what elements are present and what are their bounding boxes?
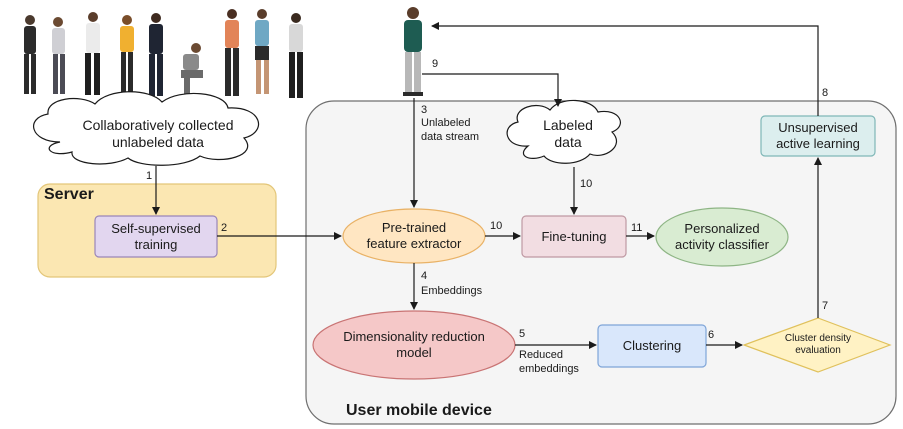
edge-5-label-line2: embeddings [519, 362, 579, 375]
clustering-node [597, 324, 707, 368]
labeled-data-line2: data [554, 134, 582, 150]
dimred-label: Dimensionality reduction model [313, 311, 515, 379]
active-line2: active learning [776, 136, 860, 151]
classifier-line2: activity classifier [675, 237, 769, 252]
server-title: Server [44, 186, 94, 203]
clustering-label: Clustering [598, 325, 706, 367]
edge-8-number: 8 [822, 87, 829, 99]
user-person-illustration [403, 7, 423, 96]
classifier-line1: Personalized [684, 221, 760, 237]
classifier-label: Personalized activity classifier [656, 208, 788, 266]
finetune-line1: Fine-tuning [541, 228, 607, 244]
active-label: Unsupervised active learning [761, 116, 875, 156]
ssl-line2: training [134, 236, 178, 252]
dimred-line1: Dimensionality reduction [343, 329, 485, 345]
edge-10-number-left: 10 [490, 220, 503, 232]
edge-11-number: 11 [631, 222, 643, 234]
edge-4-number: 4 [421, 270, 428, 282]
edge-3-label-line2: data stream [421, 130, 480, 143]
edge-5-label: Reduced embeddings [519, 349, 579, 377]
edge-9-number: 9 [432, 58, 439, 70]
density-line2: evaluation [795, 345, 841, 356]
pretrained-label: Pre-trained feature extractor [343, 209, 485, 263]
clustering-line1: Clustering [622, 338, 682, 354]
edge-3-number: 3 [421, 104, 428, 116]
collected-data-label: Collaboratively collected unlabeled data [58, 112, 258, 156]
arrow-9 [422, 73, 562, 107]
edge-10-number-top: 10 [580, 178, 593, 190]
edge-7-number: 7 [822, 300, 829, 312]
device-title: User mobile device [346, 402, 492, 419]
arrow-8 [431, 22, 819, 116]
edge-5-label-line1: Reduced [519, 349, 564, 361]
edge-2-number: 2 [221, 222, 228, 234]
edge-1-number: 1 [146, 170, 153, 182]
labeled-data-label: Labeled data [520, 112, 616, 156]
density-line1: Cluster density [784, 333, 852, 344]
edge-3-label-line1: Unlabeled [421, 117, 471, 129]
ssl-line1: Self-supervised [111, 220, 201, 236]
personalized-classifier-node [655, 207, 789, 267]
collected-data-cloud [33, 91, 260, 166]
labeled-data-cloud [506, 99, 621, 164]
active-line1: Unsupervised [778, 120, 858, 136]
finetune-label: Fine-tuning [522, 216, 626, 257]
edge-4-label: Embeddings [421, 285, 483, 297]
labeled-data-line1: Labeled [543, 117, 593, 134]
group-of-people-illustration [24, 9, 303, 98]
dimred-line2: model [396, 345, 432, 360]
pretrained-line1: Pre-trained [381, 220, 447, 236]
edge-5-number: 5 [519, 328, 526, 340]
edge-6-number: 6 [708, 329, 715, 341]
edge-3-label: Unlabeled data stream [421, 117, 479, 145]
collected-data-line2: unlabeled data [112, 134, 204, 150]
ssl-label: Self-supervised training [95, 216, 217, 257]
cluster-density-diamond [742, 317, 892, 373]
pretrained-line2: feature extractor [366, 236, 462, 251]
collected-data-line1: Collaboratively collected [82, 117, 234, 134]
density-label: Cluster density evaluation [760, 330, 876, 360]
